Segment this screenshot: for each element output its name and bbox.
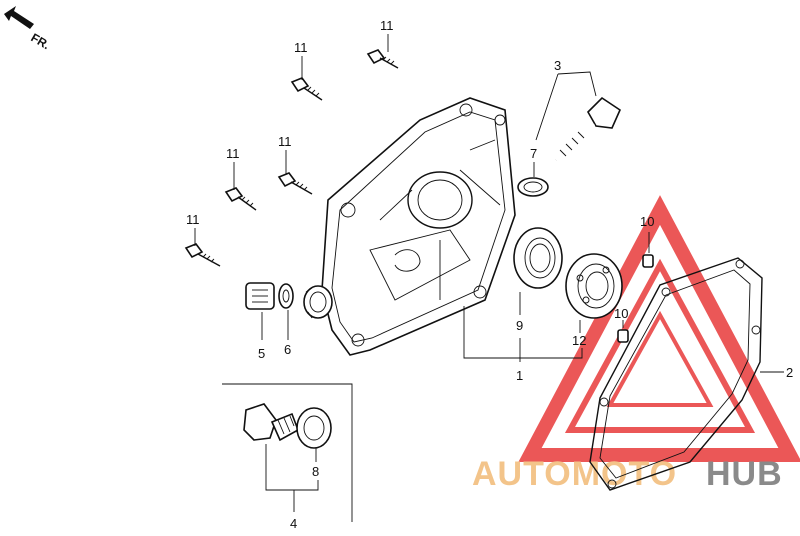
bolt-icon	[224, 187, 257, 211]
dowel-pin-icon	[617, 329, 629, 343]
leader-bracket	[265, 444, 319, 491]
leader-bracket	[463, 306, 583, 359]
callout-10: 10	[640, 214, 654, 229]
oil-dipstick-icon	[554, 96, 622, 162]
front-direction-arrow-icon	[4, 6, 34, 29]
callout-11: 11	[294, 40, 308, 55]
bearing-icon	[565, 253, 623, 319]
watermark-text-b: HUB	[706, 455, 783, 493]
inset-frame	[222, 383, 353, 522]
crankcase-cover	[321, 97, 516, 356]
bolt-icon	[366, 49, 399, 69]
gasket-icon	[589, 257, 763, 491]
callout-11: 11	[186, 212, 200, 227]
callout-5: 5	[258, 346, 265, 361]
bolt-icon	[290, 77, 323, 101]
watermark-text-a: AUTOMOTO	[472, 455, 677, 493]
callout-8: 8	[312, 464, 319, 479]
callout-11: 11	[226, 146, 240, 161]
callout-12: 12	[572, 333, 586, 348]
washer-icon	[278, 283, 294, 309]
direction-label: FR.	[29, 30, 53, 52]
callout-6: 6	[284, 342, 291, 357]
callout-4: 4	[290, 516, 297, 531]
oil-seal-icon	[513, 227, 563, 289]
callout-9: 9	[516, 318, 523, 333]
callout-10: 10	[614, 306, 628, 321]
callout-3: 3	[554, 58, 561, 73]
oil-filler-plug-icon	[243, 403, 299, 442]
watermark-logo	[518, 195, 800, 462]
bolt-icon	[184, 243, 221, 267]
washer-icon	[296, 407, 332, 449]
callout-11: 11	[380, 18, 394, 33]
callout-11: 11	[278, 134, 292, 149]
leader-line	[535, 71, 597, 141]
callout-2: 2	[786, 365, 793, 380]
oil-seal-icon	[517, 177, 549, 197]
bolt-icon	[277, 172, 313, 195]
callout-7: 7	[530, 146, 537, 161]
drain-plug-icon	[245, 282, 275, 310]
dowel-pin-icon	[642, 254, 654, 268]
breather-fitting	[303, 285, 333, 319]
callout-1: 1	[516, 368, 523, 383]
